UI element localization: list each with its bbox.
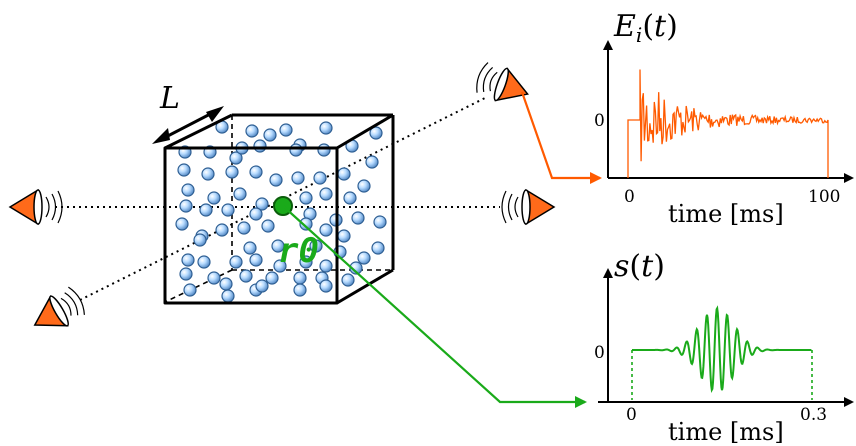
particle-icon (263, 128, 277, 142)
particle-icon (369, 126, 383, 140)
particle-icon (207, 191, 221, 205)
particle-icon (179, 199, 193, 213)
particle-icon (351, 211, 365, 225)
particle-icon (215, 223, 229, 237)
top-plot-title: Ei(t) (613, 9, 678, 47)
particle-icon (255, 279, 269, 293)
particle-icon (269, 173, 283, 187)
source-signal-trace (632, 305, 812, 394)
speaker-icon (8, 188, 63, 226)
particle-icon (239, 269, 253, 283)
speaker-icon (33, 286, 85, 327)
particle-icon (221, 289, 235, 303)
particle-icon (357, 179, 371, 193)
particle-icon (365, 155, 379, 169)
particle-icon (249, 165, 263, 179)
particle-icon (349, 261, 363, 275)
source-signal-plot: s(t) 0 0 0.3 time [ms] (594, 249, 854, 446)
top-plot-x-end: 100 (808, 187, 840, 207)
speaker-icon (501, 188, 556, 226)
particle-icon (207, 271, 221, 285)
particle-icon (261, 219, 275, 233)
particle-icon (243, 241, 257, 255)
particle-icon (181, 253, 195, 267)
particle-icon (221, 203, 235, 217)
particle-icon (183, 283, 197, 297)
cube-side-arrow (152, 106, 224, 144)
particle-icon (337, 167, 351, 181)
cube-front (163, 113, 395, 305)
particle-icon (229, 151, 243, 165)
particle-icon (319, 187, 333, 201)
cube-back-edges (164, 115, 393, 303)
particle-icon (373, 215, 387, 229)
bottom-plot-title: s(t) (614, 249, 665, 284)
particle-icon (299, 191, 313, 205)
particle-icon (219, 277, 233, 291)
particle-icon (289, 143, 303, 157)
particle-icon (175, 217, 189, 231)
top-plot-y-zero: 0 (594, 111, 605, 131)
particle-icon (293, 283, 307, 297)
particle-icon (201, 167, 215, 181)
particle-icon (341, 273, 355, 287)
particle-icon (357, 251, 371, 265)
particle-icon (249, 207, 263, 221)
cube-side-label: L (159, 81, 180, 116)
particle-icon (249, 253, 263, 267)
bottom-plot-x-end: 0.3 (800, 405, 827, 425)
source-to-plot-arrow (282, 205, 587, 408)
particle-icon (237, 221, 251, 235)
particle-icon (225, 165, 239, 179)
particle-icon (293, 271, 307, 285)
top-plot-x-start: 0 (624, 187, 635, 207)
particle-icon (229, 255, 243, 269)
particle-icon (253, 139, 267, 153)
particle-icon (265, 271, 279, 285)
particle-icon (271, 239, 285, 253)
particle-icon (343, 191, 357, 205)
speaker-to-plot-arrow (520, 91, 602, 184)
particle-icon (337, 229, 351, 243)
particle-icon (319, 223, 333, 237)
particle-icon (245, 124, 259, 138)
bottom-plot-x-start: 0 (626, 405, 637, 425)
particle-icon (233, 187, 247, 201)
particle-icon (309, 239, 323, 253)
particle-icon (319, 121, 333, 135)
particle-icon (319, 259, 333, 273)
bottom-plot-y-zero: 0 (594, 343, 605, 363)
particle-icon (255, 197, 269, 211)
top-plot-xlabel: time [ms] (668, 200, 784, 228)
particle-icon (313, 171, 327, 185)
particle-icon (299, 217, 313, 231)
particle-icon (177, 163, 191, 177)
particle-icon (197, 255, 211, 269)
particle-icon (279, 123, 293, 137)
particle-icon (181, 183, 195, 197)
particle-icon (371, 241, 385, 255)
bottom-plot-xlabel: time [ms] (668, 418, 784, 446)
particle-icon (299, 255, 313, 269)
particle-icon (319, 279, 333, 293)
particle-icon (317, 143, 331, 157)
room-response-trace (627, 69, 829, 178)
source-point-label: r0 (278, 231, 319, 271)
particle-icon (291, 171, 305, 185)
particle-icon (199, 203, 213, 217)
particle-icon (273, 259, 287, 273)
particle-icon (193, 233, 207, 247)
particle-icon (179, 267, 193, 281)
room-response-plot: Ei(t) 0 0 100 time [ms] (594, 9, 854, 228)
speaker-icon (476, 62, 529, 102)
